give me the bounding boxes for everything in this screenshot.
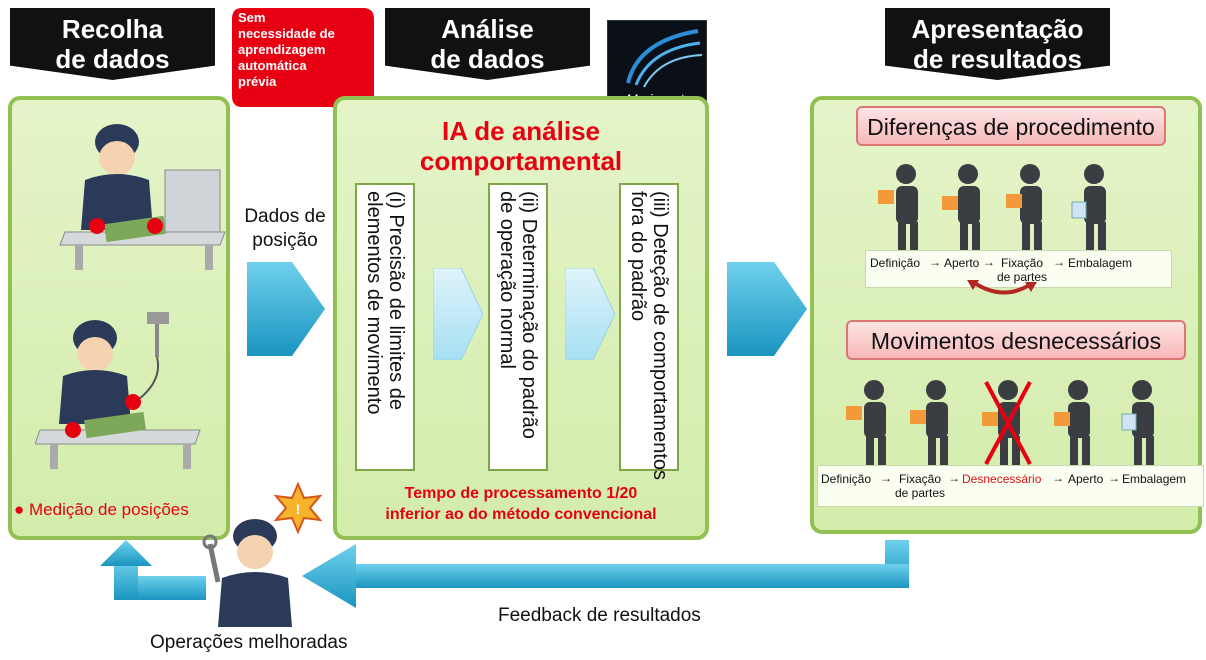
svg-text:!: ! [296, 501, 301, 517]
diff-step-3-line2: de partes [997, 270, 1048, 284]
diff-step-4: Embalagem [1068, 256, 1133, 270]
unnecessary-arrow-4: → [1108, 471, 1120, 485]
measurement-label: ● Medição de posições [14, 500, 189, 520]
ai-step-3-line1: (iii) Deteção de comportamentos [649, 191, 671, 481]
unnecessary-step-2-line1: Fixação [899, 472, 942, 486]
ai-title: IA de análise comportamental [333, 116, 709, 176]
unnecessary-step-4: Aperto [1068, 472, 1104, 486]
diff-step-3-line1: Fixação [1001, 256, 1044, 270]
banner-present-line1: Apresentação [911, 14, 1084, 44]
callout-line-1: Sem [238, 10, 266, 25]
ai-step-2-line1: (ii) Determinação do padrão [518, 191, 540, 439]
diff-step-3: Fixação de partes [997, 256, 1047, 284]
logo-swirl-icon [626, 29, 703, 88]
feedback-label: Feedback de resultados [498, 605, 701, 626]
diff-step-2: Aperto [944, 256, 980, 270]
unnecessary-step-2: Fixação de partes [895, 472, 945, 500]
arrow-to-analysis [247, 262, 325, 356]
callout-line-4: automática [238, 58, 307, 73]
position-data-label: Dados de posição [238, 205, 332, 253]
ai-step-3-text: (iii) Deteção de comportamentos fora do … [627, 191, 671, 480]
diff-workers-illustration [878, 164, 1106, 252]
processing-note-line1: Tempo de processamento 1/20 [404, 485, 638, 502]
banner-analyze-line2: de dados [430, 44, 545, 74]
ai-step-3: (iii) Deteção de comportamentos fora do … [619, 183, 679, 480]
banner-present: Apresentação de resultados [885, 8, 1110, 80]
ai-step-3-line2: fora do padrão [627, 191, 649, 322]
step-arrow-2 [565, 268, 616, 360]
ai-step-2-line2: de operação normal [496, 191, 518, 369]
improved-label: Operações melhoradas [150, 632, 348, 653]
diff-arrow-1: → [929, 255, 941, 269]
diff-flow-box [865, 250, 1172, 288]
return-arrow [100, 540, 206, 600]
ai-title-line2: comportamental [419, 146, 623, 176]
diff-arrow-3: → [1053, 255, 1065, 269]
red-dot-icon: ● [14, 500, 25, 519]
callout-line-5: prévia [238, 74, 277, 89]
worker-illustration-2 [35, 312, 201, 469]
banner-present-line2: de resultados [912, 44, 1083, 74]
position-data-line1: Dados de [244, 206, 326, 227]
ai-title-line1: IA de análise [442, 116, 600, 146]
unnecessary-flow-box [817, 465, 1204, 507]
unnecessary-arrow-3: → [1052, 471, 1064, 485]
swap-arrow-icon [967, 280, 1037, 295]
callout-line-3: aprendizagem [238, 42, 326, 57]
ai-step-1-line1: (i) Precisão de limites de [385, 191, 407, 410]
worker-illustration-1 [59, 124, 226, 270]
ai-step-2-text: (ii) Determinação do padrão de operação … [496, 191, 540, 439]
arrow-to-results [727, 262, 807, 356]
ai-step-1: (i) Precisão de limites de elementos de … [355, 183, 415, 471]
banner-collect-line2: de dados [55, 44, 170, 74]
diff-title: Diferenças de procedimento [856, 106, 1166, 146]
diff-step-1: Definição [870, 256, 921, 270]
unnecessary-step-2-line2: de partes [895, 486, 946, 500]
unnecessary-arrow-1: → [880, 471, 892, 485]
unnecessary-workers-illustration [846, 380, 1154, 466]
callout-text: Sem necessidade de aprendizagem automáti… [238, 10, 335, 90]
processing-note-line2: inferior ao do método convencional [385, 506, 657, 523]
callout-bubble [232, 8, 374, 124]
banner-collect-line1: Recolha [61, 14, 164, 44]
banner-collect: Recolha de dados [10, 8, 215, 80]
diff-arrow-2: → [983, 255, 995, 269]
ai-step-1-text: (i) Precisão de limites de elementos de … [363, 191, 407, 414]
position-data-line2: posição [252, 230, 318, 251]
processing-note: Tempo de processamento 1/20 inferior ao … [333, 483, 709, 525]
improved-worker-illustration: ! [202, 482, 323, 627]
measurement-text: Medição de posições [29, 500, 189, 519]
ai-step-2: (ii) Determinação do padrão de operação … [488, 183, 548, 471]
callout-line-2: necessidade de [238, 26, 335, 41]
unnecessary-arrow-2: → [948, 471, 960, 485]
unnecessary-step-5: Embalagem [1122, 472, 1187, 486]
ai-step-1-line2: elementos de movimento [363, 191, 385, 415]
banner-analyze-line1: Análise [441, 14, 534, 44]
unnecessary-title: Movimentos desnecessários [846, 320, 1186, 360]
feedback-arrow [302, 540, 909, 608]
step-arrow-1 [433, 268, 484, 360]
banner-analyze: Análise de dados [385, 8, 590, 80]
unnecessary-step-1: Definição [821, 472, 872, 486]
unnecessary-step-3: Desnecessário [962, 472, 1042, 486]
